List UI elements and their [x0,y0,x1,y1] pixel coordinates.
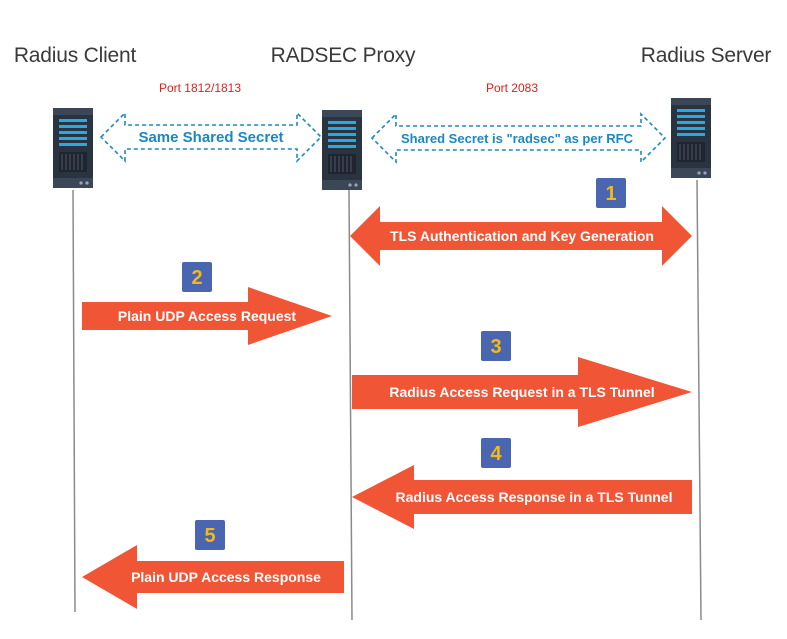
step-number-1: 1 [605,183,616,205]
step-arrow-2 [82,287,332,345]
actor-server-title: Radius Server [641,44,772,67]
actor-client-title: Radius Client [14,44,137,67]
step-arrow-5 [82,545,344,609]
server-rack-icon-server [670,97,712,179]
step-number-4: 4 [490,443,502,465]
step-arrow-4 [352,465,692,529]
actor-proxy-title: RADSEC Proxy [271,44,416,67]
step-badge-3 [481,331,511,361]
server-rack-icon-proxy [321,109,363,191]
lifeline-server [696,179,702,621]
step-label-3: Radius Access Request in a TLS Tunnel [389,384,654,400]
shared-secret-arrow-proxy-server [370,112,667,164]
shared-secret-arrow-client-proxy [99,111,323,163]
lifeline-client [72,189,76,613]
step-label-5: Plain UDP Access Response [131,569,321,585]
step-badge-5 [195,520,225,550]
step-arrow-1 [350,206,692,266]
shared-secret-label-proxy-server: Shared Secret is "radsec" as per RFC [401,131,634,146]
step-badge-2 [182,262,212,292]
step-number-5: 5 [204,525,215,547]
step-label-1: TLS Authentication and Key Generation [390,228,654,244]
shared-secret-label-client-proxy: Same Shared Secret [138,129,283,146]
step-number-3: 3 [490,336,501,358]
step-label-2: Plain UDP Access Request [118,308,297,324]
step-badge-4 [481,438,511,468]
port-label-client-proxy: Port 1812/1813 [159,81,241,95]
server-rack-icon-client [52,107,94,189]
lifeline-proxy [348,189,353,621]
step-number-2: 2 [191,267,202,289]
step-badge-1 [596,178,626,208]
step-label-4: Radius Access Response in a TLS Tunnel [396,489,673,505]
step-arrow-3 [352,357,692,427]
port-label-proxy-server: Port 2083 [486,81,538,95]
